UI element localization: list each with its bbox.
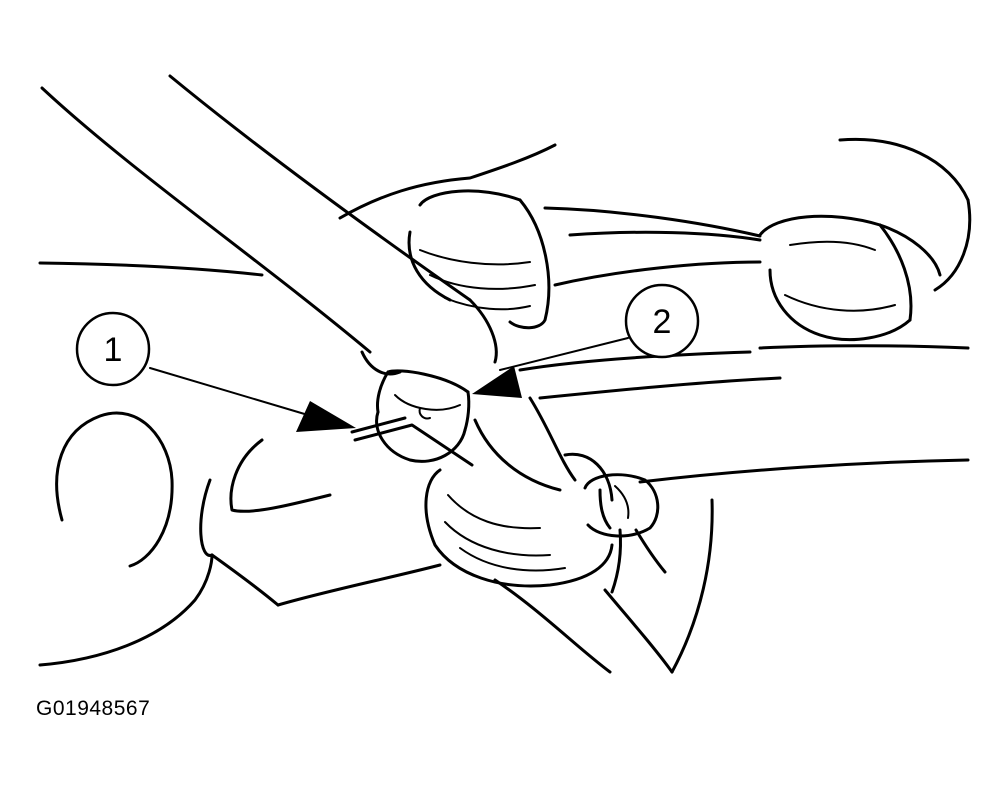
arrowhead-1: [296, 401, 356, 432]
callout-leader-1: [149, 367, 356, 432]
lower-arm: [38, 438, 714, 674]
upper-bushing-right: [758, 214, 942, 342]
arrowhead-2: [472, 366, 522, 398]
callout-1-label: 1: [104, 331, 123, 369]
frame-outline: [38, 137, 972, 484]
callout-2: 2: [624, 283, 700, 359]
tie-rod-shaft: [40, 74, 472, 354]
callout-1: 1: [75, 311, 151, 387]
callout-2-label: 2: [653, 303, 672, 341]
upper-bushing-left: [407, 189, 551, 330]
callout-leader-2: [472, 337, 629, 398]
hub-arc: [55, 411, 174, 568]
tie-rod-end: [350, 298, 667, 594]
figure-id: G01948567: [36, 697, 151, 720]
